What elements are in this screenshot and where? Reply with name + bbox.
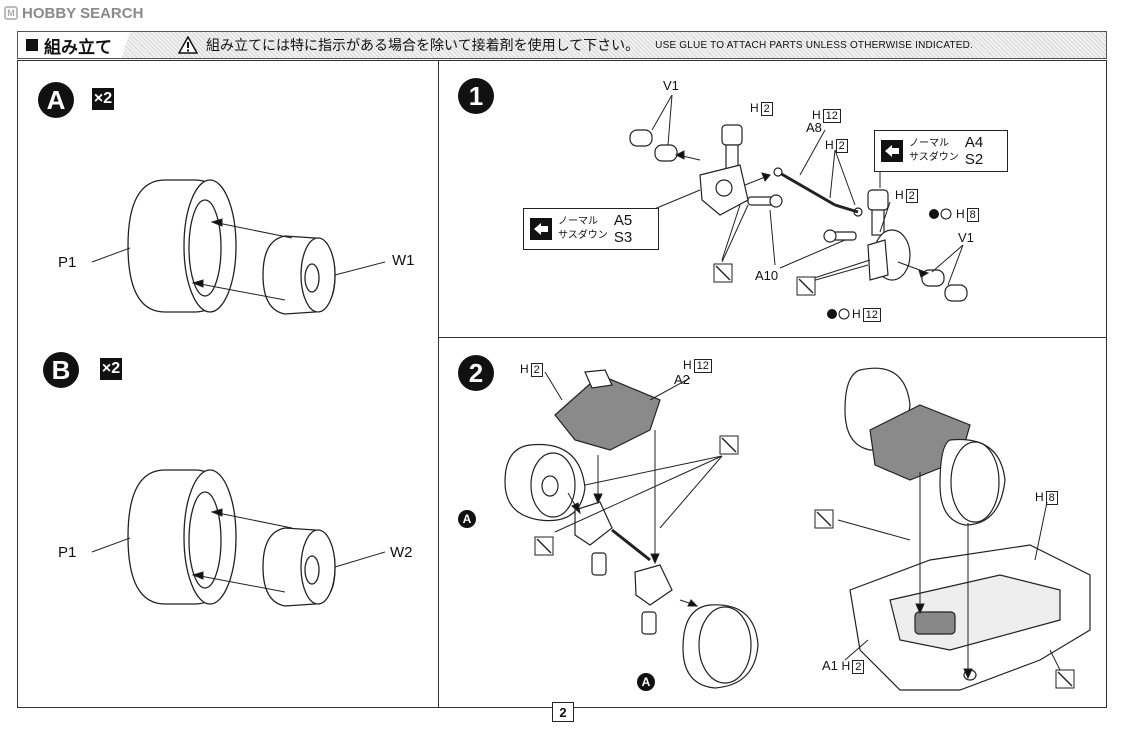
ref-a-mark-top: A xyxy=(458,510,476,528)
label-a8: A8 xyxy=(806,120,822,135)
option-normal-left: ノーマル xyxy=(558,216,598,227)
square-bullet-icon xyxy=(26,39,38,51)
hobby-search-logo: M HOBBY SEARCH xyxy=(4,3,143,23)
ref-a-mark-bottom: A xyxy=(637,673,655,691)
glue-warning: 組み立てには特に指示がある場合を除いて接着剤を使用して下さい。 USE GLUE… xyxy=(178,34,973,56)
step-1-badge: 1 xyxy=(458,78,494,114)
step-a-badge: A xyxy=(38,82,74,118)
arrow-option-icon xyxy=(530,218,552,240)
logo-text: HOBBY SEARCH xyxy=(22,4,144,22)
part-code-s3: S3 xyxy=(613,229,633,246)
step-b-badge: B xyxy=(43,352,79,388)
vertical-divider xyxy=(438,60,439,708)
arrow-option-icon xyxy=(881,140,903,162)
label-p1-b: P1 xyxy=(58,544,77,561)
option-susdown-right: サスダウン xyxy=(909,152,959,163)
label-w2: W2 xyxy=(390,544,413,561)
label-p1-a: P1 xyxy=(58,254,77,271)
page-number: 2 xyxy=(552,702,574,722)
label-v1-top: V1 xyxy=(663,78,679,93)
part-code-s2: S2 xyxy=(964,151,984,168)
step-2-badge: 2 xyxy=(458,355,494,391)
warning-triangle-icon xyxy=(178,36,198,54)
warning-text-en: USE GLUE TO ATTACH PARTS UNLESS OTHERWIS… xyxy=(655,39,974,51)
part-code-a4: A4 xyxy=(964,134,984,151)
label-w1: W1 xyxy=(392,252,415,269)
label-a2: A2 xyxy=(674,372,690,387)
step-b-quantity: ×2 xyxy=(100,358,122,380)
step-a-quantity: ×2 xyxy=(92,88,114,110)
assembly-header: 組み立て 組み立てには特に指示がある場合を除いて接着剤を使用して下さい。 USE… xyxy=(17,31,1107,59)
label-v1-bottom: V1 xyxy=(958,230,974,245)
warning-text-jp: 組み立てには特に指示がある場合を除いて接着剤を使用して下さい。 xyxy=(206,38,640,54)
assembly-title-text: 組み立て xyxy=(44,37,112,58)
assembly-title: 組み立て xyxy=(18,32,130,58)
option-susdown-left: サスダウン xyxy=(558,230,608,241)
logo-icon: M xyxy=(4,6,18,20)
option-normal-right: ノーマル xyxy=(909,138,949,149)
horizontal-divider xyxy=(438,337,1107,338)
part-code-a5: A5 xyxy=(613,212,633,229)
label-a10: A10 xyxy=(755,268,779,283)
